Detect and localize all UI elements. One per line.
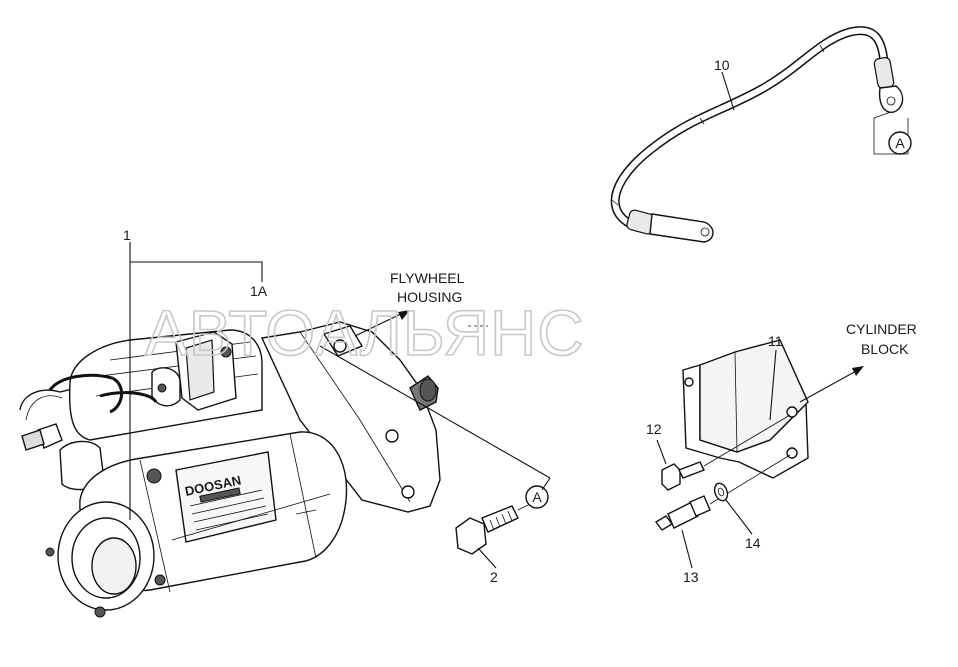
callout-1a: 1A — [250, 283, 268, 299]
callout-2: 2 — [490, 569, 498, 585]
connection-marker-cable: A — [873, 111, 912, 155]
battery-cable — [610, 26, 904, 243]
cylinder-note-line1: CYLINDER — [846, 321, 917, 337]
callouts: 1 1A 2 10 11 12 13 14 — [123, 57, 783, 585]
callout-1: 1 — [123, 227, 131, 243]
mounting-bracket — [682, 339, 809, 479]
callout-12: 12 — [646, 421, 662, 437]
connection-marker-bolt: A — [525, 485, 549, 509]
callout-11: 11 — [768, 333, 783, 349]
flywheel-note-line1: FLYWHEEL — [390, 270, 465, 286]
starter-motor: DOOSAN — [19, 321, 441, 618]
leader-lines — [129, 71, 864, 569]
stud-13 — [654, 454, 791, 531]
flywheel-note-line2: HOUSING — [397, 289, 462, 305]
direction-notes: FLYWHEEL HOUSING CYLINDER BLOCK — [390, 270, 917, 357]
marker-label-top: A — [895, 135, 905, 151]
marker-label-bottom: A — [532, 489, 542, 505]
callout-10: 10 — [714, 57, 730, 73]
watermark: АВТОАЛЬЯНС — [145, 297, 585, 369]
cylinder-note-line2: BLOCK — [861, 341, 909, 357]
callout-14: 14 — [745, 535, 761, 551]
bolt-2 — [455, 503, 531, 555]
washer-14 — [713, 482, 729, 502]
bolt-12 — [661, 414, 791, 491]
callout-13: 13 — [683, 569, 699, 585]
